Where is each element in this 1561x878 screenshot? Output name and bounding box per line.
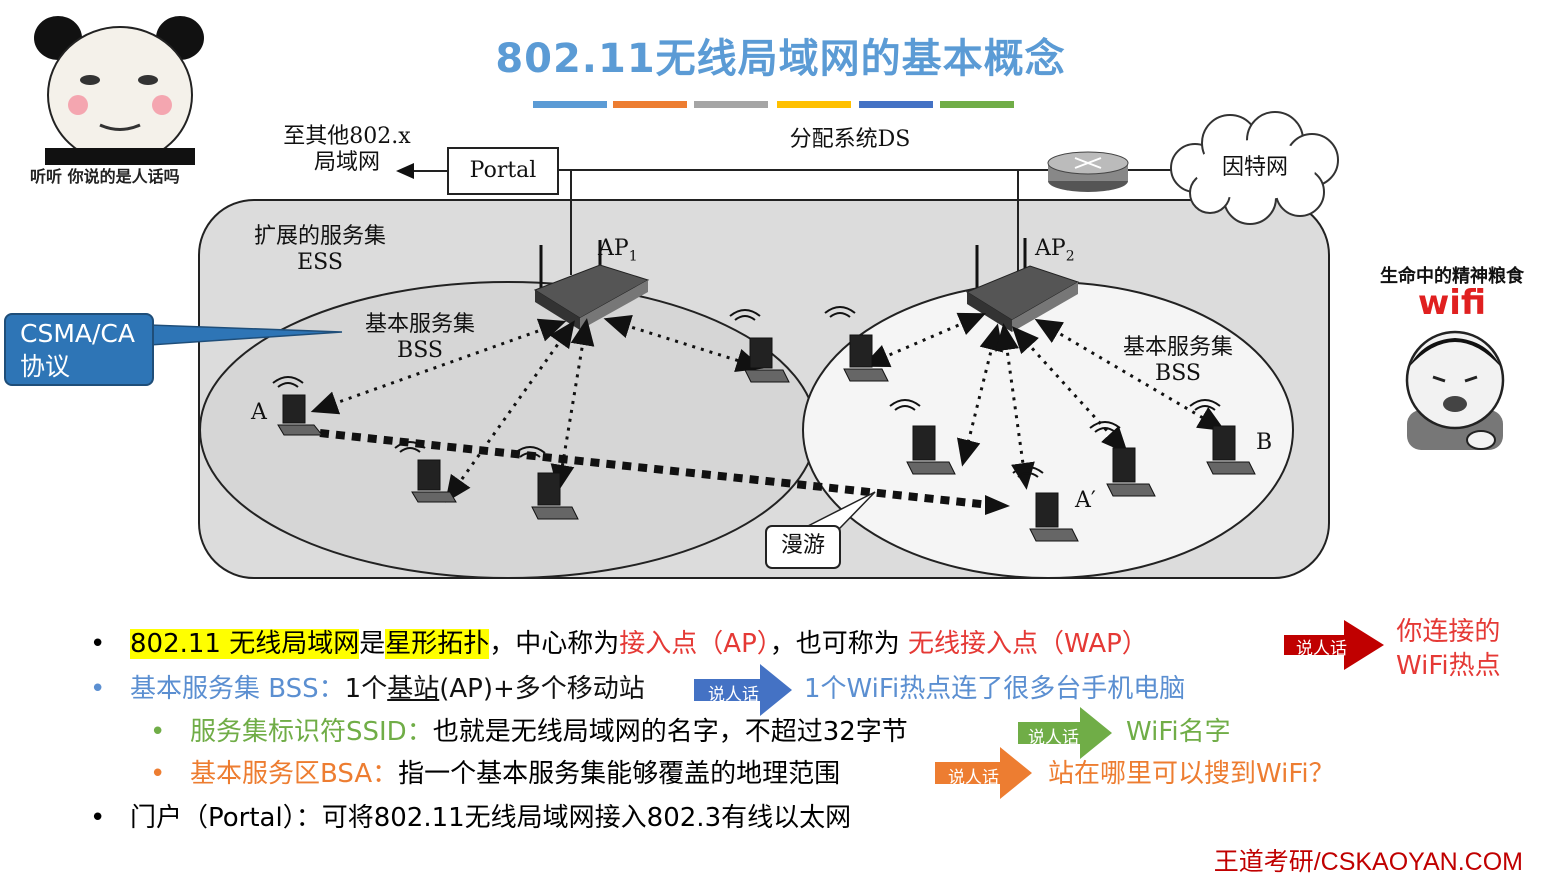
panda-meme-image	[34, 16, 204, 165]
tag-arrow-b4	[935, 747, 1032, 799]
color-bar-4	[777, 101, 851, 108]
csma-ca-callout: CSMA/CA 协议	[4, 313, 154, 386]
bullet-3-note: WiFi名字	[1126, 717, 1231, 747]
label-roaming: 漫游	[780, 533, 825, 558]
internet-cloud-icon	[1170, 111, 1339, 225]
color-bar-3	[694, 101, 768, 108]
footer-brand: 王道考研/CSKAOYAN.COM	[1213, 848, 1523, 876]
csma-ca-line1: CSMA/CA	[20, 319, 135, 348]
label-station-a: A	[251, 400, 267, 425]
meme-caption-left: 听听 你说的是人话吗	[30, 167, 180, 186]
csma-ca-line2: 协议	[20, 352, 71, 381]
bss-right-links	[861, 312, 1226, 490]
tag-arrow-b1	[1284, 620, 1384, 670]
label-ap2: AP2	[1035, 236, 1075, 265]
roaming-path	[319, 429, 991, 509]
meme-caption-right-top: 生命中的精神粮食	[1380, 266, 1524, 287]
tag-label-b3: 说人话	[1028, 728, 1079, 748]
bullet-3: •服务集标识符SSID：也就是无线局域网的名字，不超过32字节	[150, 717, 908, 747]
roaming-callout-box	[765, 525, 841, 569]
color-bar-6	[940, 101, 1014, 108]
laptop-icons	[272, 306, 1256, 542]
page-title: 802.11无线局域网的基本概念	[495, 36, 1066, 82]
tag-arrow-b2	[694, 664, 792, 716]
wlan-diagram	[149, 111, 1339, 579]
tag-arrow-b3	[1018, 707, 1112, 759]
tag-label-b4: 说人话	[948, 768, 999, 788]
meme-face-right-image	[1405, 330, 1505, 450]
label-portal: Portal	[469, 158, 537, 183]
tag-arrows	[694, 620, 1384, 799]
bss-left-links	[310, 315, 764, 503]
label-internet: 因特网	[1221, 155, 1288, 180]
label-ds: 分配系统DS	[789, 127, 911, 152]
label-station-b: B	[1256, 430, 1273, 455]
bullet-1: •802.11 无线局域网是星形拓扑，中心称为接入点（AP），也可称为 无线接入…	[90, 629, 1148, 659]
color-bar-1	[533, 101, 607, 108]
portal-box	[447, 147, 559, 195]
router-icon	[1047, 151, 1129, 192]
bullet-4-note: 站在哪里可以搜到WiFi？	[1048, 759, 1335, 789]
bullet-5: •门户（Portal）：可将802.11无线局域网接入802.3有线以太网	[90, 803, 852, 833]
bullet-2-note: 1个WiFi热点连了很多台手机电脑	[804, 674, 1186, 704]
tag-label-b1: 说人话	[1296, 639, 1347, 659]
bullet-2: •基本服务集 BSS：1个基站(AP)+多个移动站	[90, 674, 645, 704]
label-ap1: AP1	[598, 236, 638, 265]
tag-label-b2: 说人话	[708, 685, 759, 705]
meme-caption-right-wifi: wifi	[1417, 283, 1487, 323]
label-station-a-prime: A′	[1075, 488, 1096, 513]
ap2-access-point-icon	[965, 238, 1080, 332]
color-bar-2	[613, 101, 687, 108]
bullet-4: •基本服务区BSA：指一个基本服务集能够覆盖的地理范围	[150, 759, 841, 789]
color-bar-5	[859, 101, 933, 108]
